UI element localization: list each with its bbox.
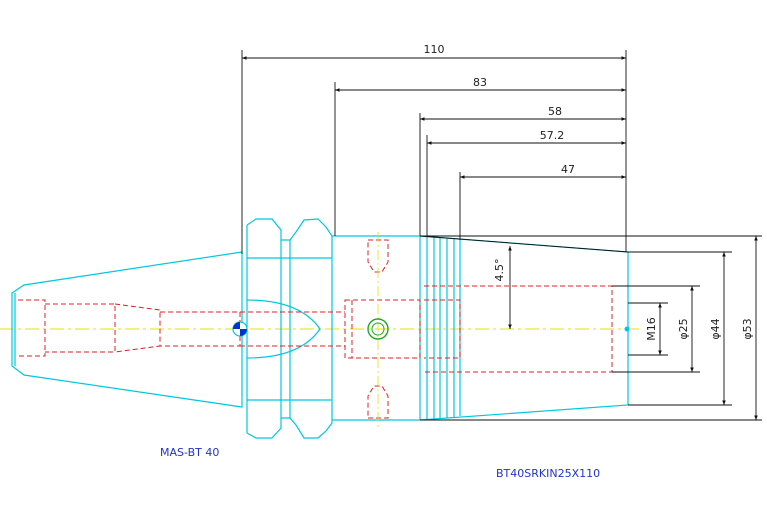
dim-110: 110 xyxy=(424,43,445,56)
taper-label: MAS-BT 40 xyxy=(160,446,219,459)
dim-thread: M16 xyxy=(645,317,658,341)
adjust-screw-ring xyxy=(367,318,389,340)
dim-dia-25: φ25 xyxy=(677,318,690,339)
end-point xyxy=(624,326,630,332)
dim-dia-44: φ44 xyxy=(709,318,722,339)
dim-83: 83 xyxy=(473,76,487,89)
datum-symbol-fill xyxy=(233,322,240,329)
dim-47: 47 xyxy=(561,163,575,176)
part-number-label: BT40SRKIN25X110 xyxy=(496,467,600,480)
dim-57-2: 57.2 xyxy=(540,129,565,142)
adjust-screw-ring-inner xyxy=(371,322,385,336)
hidden-features xyxy=(18,239,613,419)
dim-angle: 4.5° xyxy=(493,259,506,282)
dim-58: 58 xyxy=(548,105,562,118)
dim-dia-53: φ53 xyxy=(741,318,754,339)
